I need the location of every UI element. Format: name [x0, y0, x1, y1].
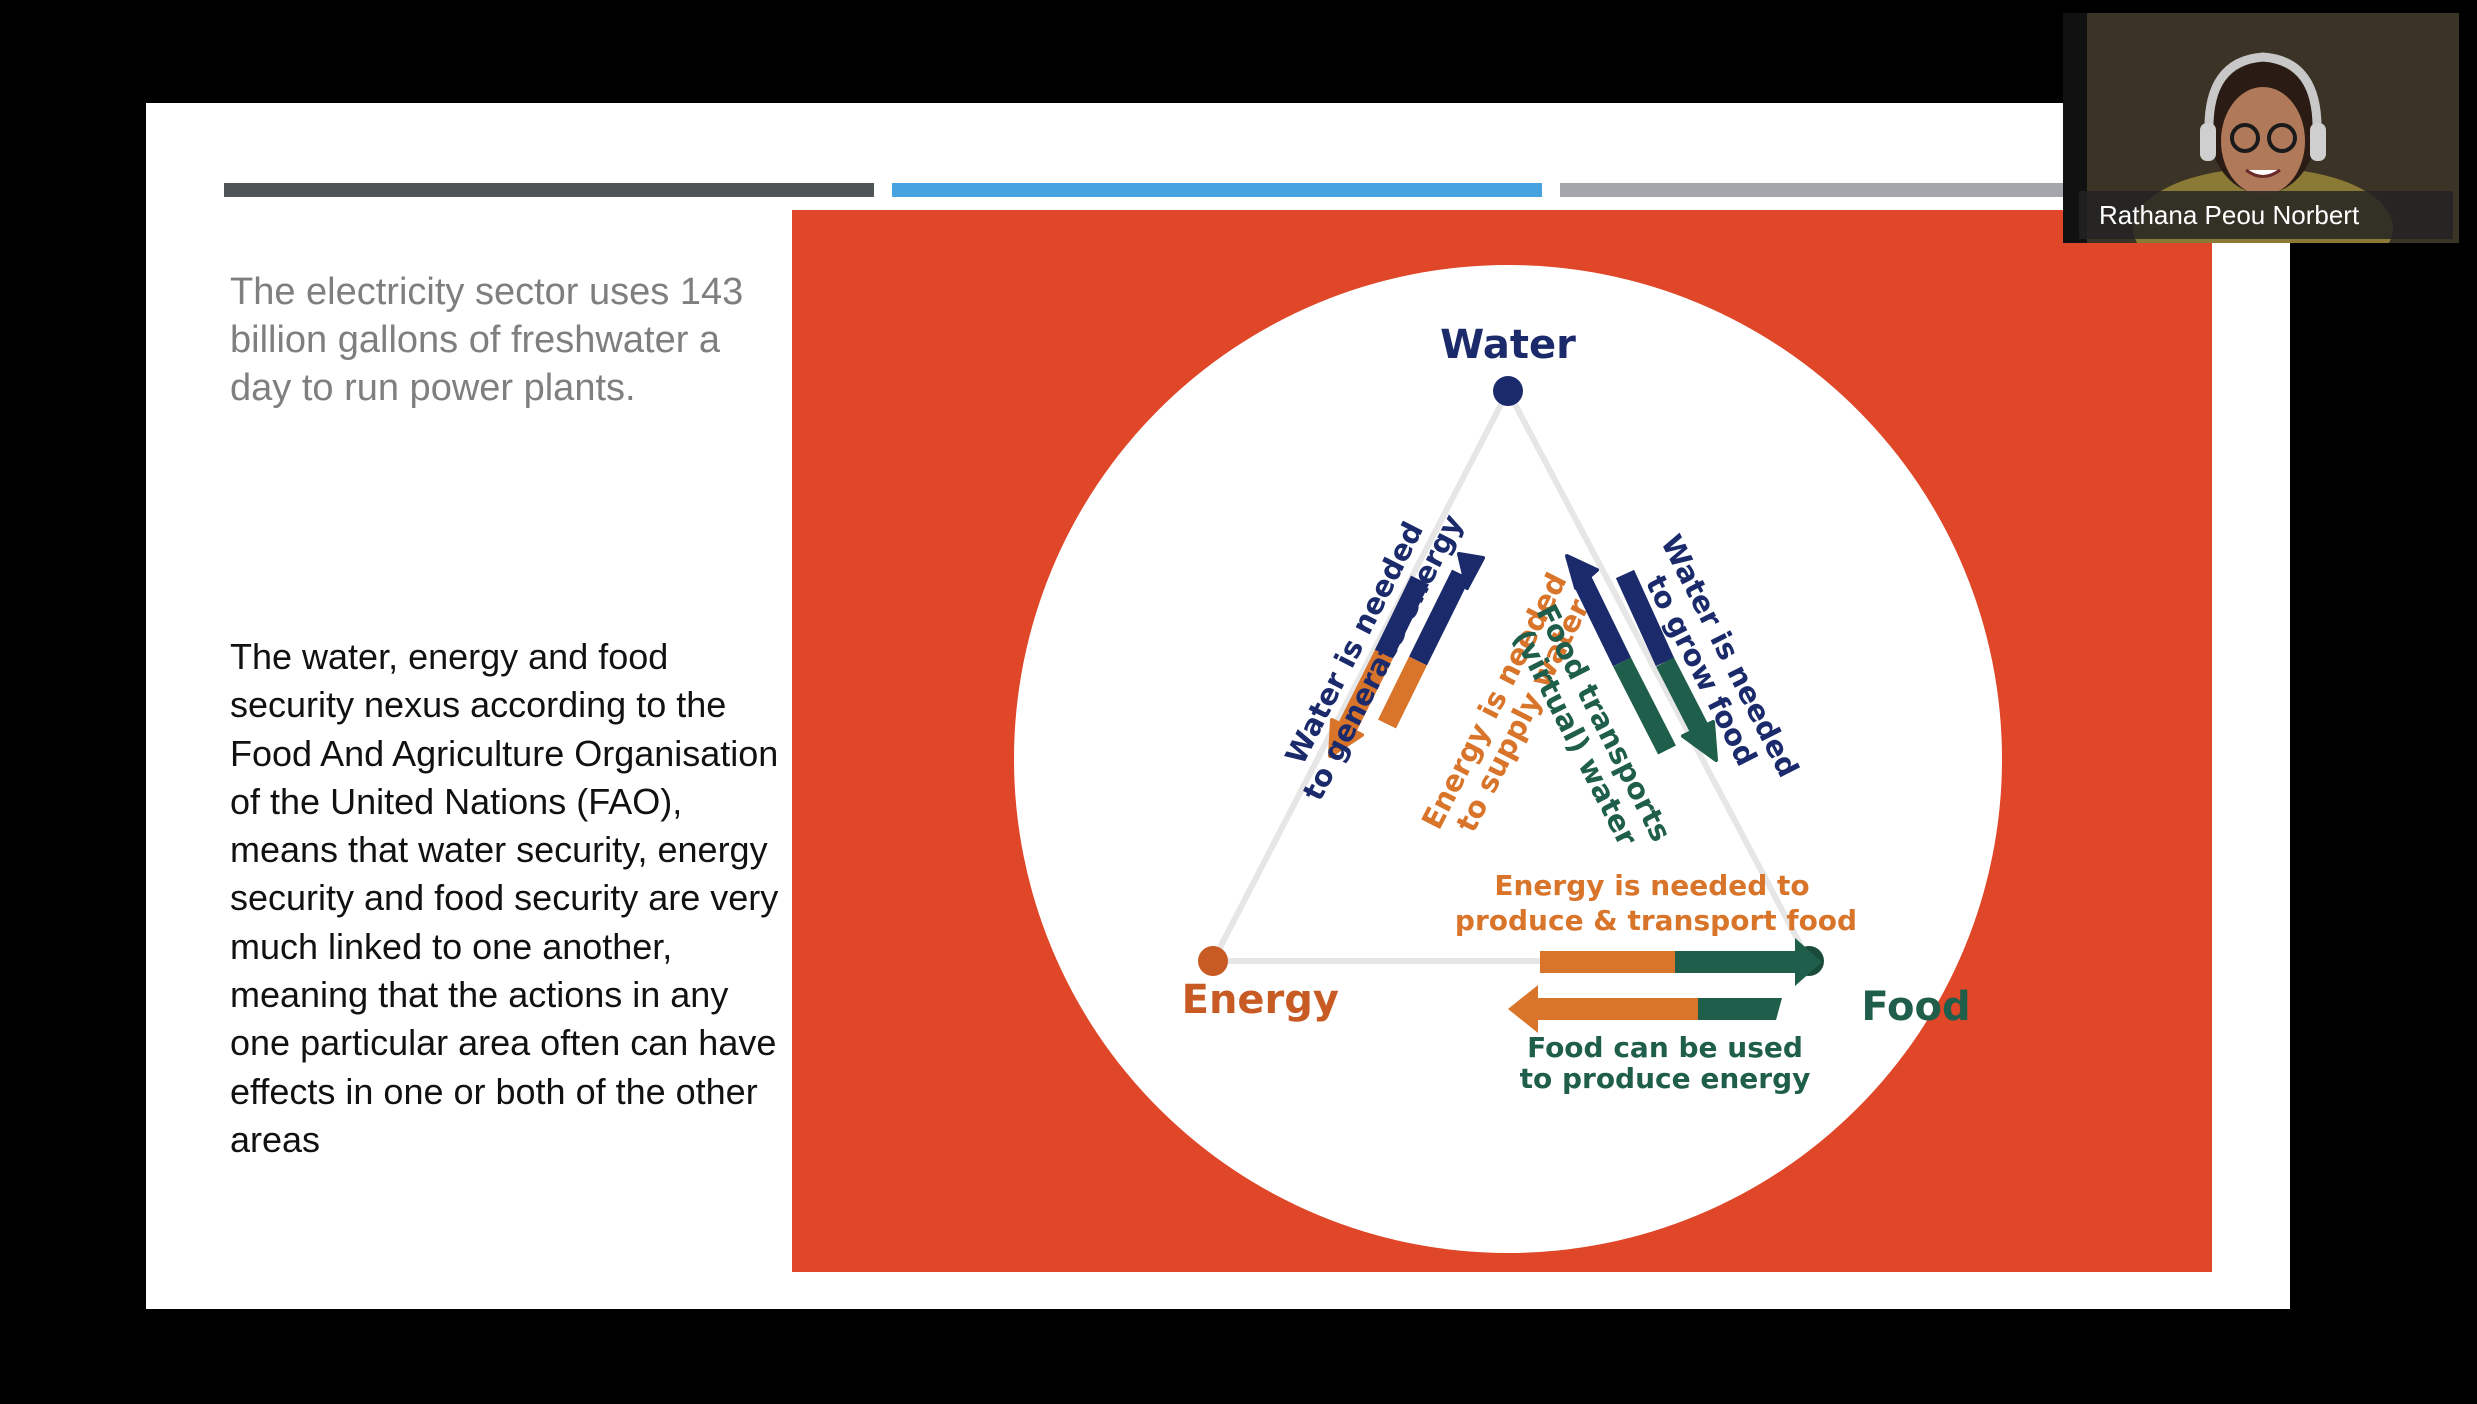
triangle-outline	[1208, 384, 1814, 964]
arrow-food-to-water	[1565, 554, 1676, 755]
fact-text: The electricity sector uses 143 billion …	[230, 271, 744, 409]
face-shape	[2221, 87, 2305, 195]
body-text: The water, energy and food security nexu…	[230, 636, 779, 1160]
arrow-water-to-food	[1615, 569, 1718, 762]
headphone-right	[2310, 123, 2326, 161]
label-food-used-energy: Food can be used	[1527, 1031, 1803, 1064]
participant-name-tag: Rathana Peou Norbert	[2079, 191, 2453, 239]
label-energy-needed-food-2: produce & transport food	[1455, 904, 1857, 937]
arrow-water-to-energy	[1328, 575, 1429, 758]
header-bar-blue	[892, 183, 1542, 197]
webcam-tile[interactable]: Rathana Peou Norbert	[2063, 13, 2459, 243]
food-label: Food	[1861, 984, 1970, 1030]
water-label: Water	[1440, 322, 1576, 368]
headphone-left	[2200, 123, 2216, 161]
label-energy-needed-food: Energy is needed to	[1494, 869, 1809, 902]
presentation-slide: The electricity sector uses 143 billion …	[146, 103, 2290, 1309]
arrow-food-to-energy	[1508, 985, 1782, 1033]
label-food-used-energy-2: to produce energy	[1520, 1062, 1811, 1095]
header-bar-light-gray	[1560, 183, 2210, 197]
headphones-band	[2204, 52, 2322, 134]
arrow-energy-to-food	[1540, 938, 1822, 986]
energy-label: Energy	[1182, 977, 1339, 1023]
glasses-right	[2267, 123, 2297, 153]
energy-dot	[1198, 946, 1228, 976]
header-bar-gray	[224, 183, 874, 197]
glasses-left	[2230, 123, 2260, 153]
water-dot	[1493, 376, 1523, 406]
arrow-energy-to-water	[1378, 552, 1485, 729]
smile	[2245, 168, 2281, 178]
nexus-diagram: Water Energy Food Water is needed to gen…	[1014, 265, 2002, 1253]
nexus-graphic: Water Energy Food Water is needed to gen…	[792, 210, 2212, 1272]
